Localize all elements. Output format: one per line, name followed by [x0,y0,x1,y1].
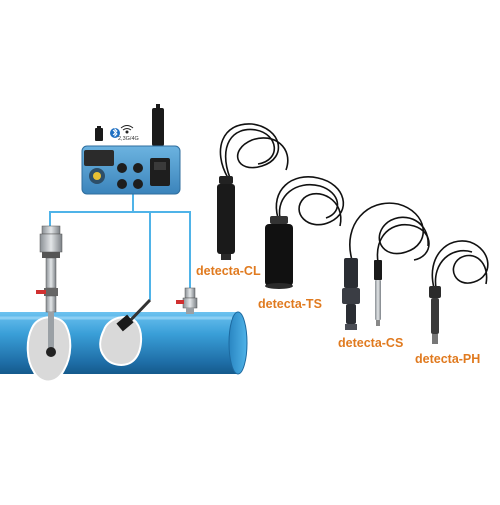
detecta-cl-probe [217,176,235,260]
valve-sensor [176,287,198,314]
inline-flow-sensor [36,225,63,357]
sensor-label-cl: detecta-CL [196,264,261,278]
detecta-cs-probe [342,258,382,330]
gateway-device [81,104,181,195]
sensor-cables [219,123,489,289]
antenna [152,108,164,146]
sensor-label-ph: detecta-PH [415,352,481,366]
bluetooth-icon [110,127,120,138]
connection-wires [49,193,191,300]
sensor-label-cs: detecta-CS [338,336,404,350]
connectivity-label: 2,3G/4G [118,136,139,142]
wifi-icon [120,125,134,134]
sensor-label-ts: detecta-TS [258,297,322,311]
detecta-ts-probe [265,216,293,289]
battery-icon [95,126,103,141]
insertion-probe-sensor [116,298,152,332]
detecta-ph-probe [429,286,441,344]
